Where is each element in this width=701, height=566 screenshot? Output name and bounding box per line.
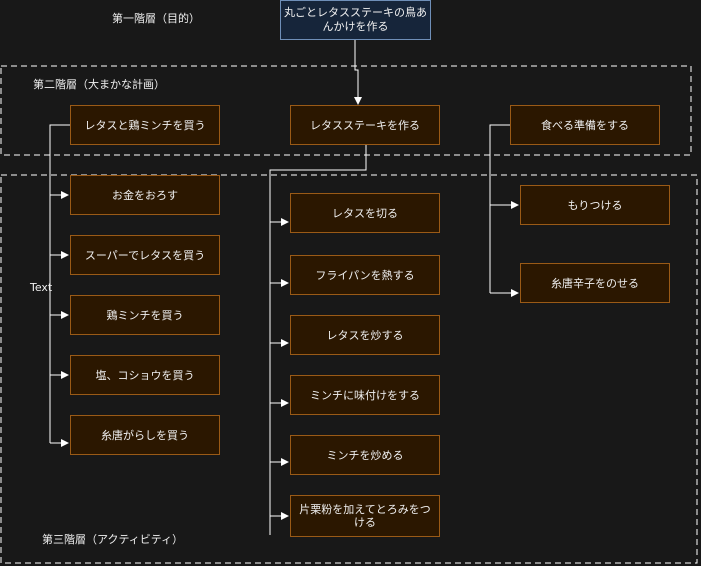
activity-label: ミンチに味付けをする <box>310 388 420 402</box>
activity-node[interactable]: もりつける <box>520 185 670 225</box>
activity-node[interactable]: 鶏ミンチを買う <box>70 295 220 335</box>
activity-node[interactable]: お金をおろす <box>70 175 220 215</box>
activity-node[interactable]: スーパーでレタスを買う <box>70 235 220 275</box>
activity-label: もりつける <box>567 198 623 212</box>
activity-label: 糸唐辛子をのせる <box>551 276 639 290</box>
goal-node[interactable]: 丸ごとレタスステーキの鳥あんかけを作る <box>280 0 431 40</box>
activity-label: お金をおろす <box>112 188 178 202</box>
activity-label: 糸唐がらしを買う <box>101 428 189 442</box>
activity-label: 塩、コショウを買う <box>95 368 195 382</box>
plan-node-serve[interactable]: 食べる準備をする <box>510 105 660 145</box>
activity-node[interactable]: 糸唐がらしを買う <box>70 415 220 455</box>
plan-node-cook[interactable]: レタスステーキを作る <box>290 105 440 145</box>
goal-label: 丸ごとレタスステーキの鳥あんかけを作る <box>284 6 427 33</box>
plan-label: レタスステーキを作る <box>310 118 420 132</box>
activity-label: ミンチを炒める <box>326 448 404 462</box>
activity-node[interactable]: 糸唐辛子をのせる <box>520 263 670 303</box>
plan-label: レタスと鶏ミンチを買う <box>84 118 206 132</box>
activity-label: 鶏ミンチを買う <box>106 308 184 322</box>
activity-label: スーパーでレタスを買う <box>84 248 206 262</box>
level3-boundary <box>0 174 698 564</box>
activity-label: レタスを炒する <box>326 328 404 342</box>
connector-plan2-trunk <box>269 145 367 535</box>
placeholder-text: Text <box>30 281 53 294</box>
connector-goal-to-plan <box>354 40 362 105</box>
connector-plan3-trunk <box>489 124 510 293</box>
activity-node[interactable]: レタスを炒する <box>290 315 440 355</box>
plan-node-buy[interactable]: レタスと鶏ミンチを買う <box>70 105 220 145</box>
activity-node[interactable]: フライパンを熱する <box>290 255 440 295</box>
activity-node[interactable]: 片栗粉を加えてとろみをつける <box>290 495 440 537</box>
activity-label: フライパンを熱する <box>315 268 415 282</box>
level2-label: 第二階層（大まかな計画） <box>33 78 165 91</box>
connector-plan1-trunk <box>49 124 70 443</box>
plan-label: 食べる準備をする <box>541 118 629 132</box>
level1-label: 第一階層（目的） <box>112 12 200 25</box>
level2-boundary <box>0 65 692 156</box>
activity-label: 片栗粉を加えてとろみをつける <box>299 503 431 529</box>
activity-node[interactable]: ミンチに味付けをする <box>290 375 440 415</box>
level3-label: 第三階層（アクティビティ） <box>42 533 184 546</box>
activity-node[interactable]: レタスを切る <box>290 193 440 233</box>
activity-node[interactable]: ミンチを炒める <box>290 435 440 475</box>
activity-node[interactable]: 塩、コショウを買う <box>70 355 220 395</box>
activity-label: レタスを切る <box>332 206 398 220</box>
